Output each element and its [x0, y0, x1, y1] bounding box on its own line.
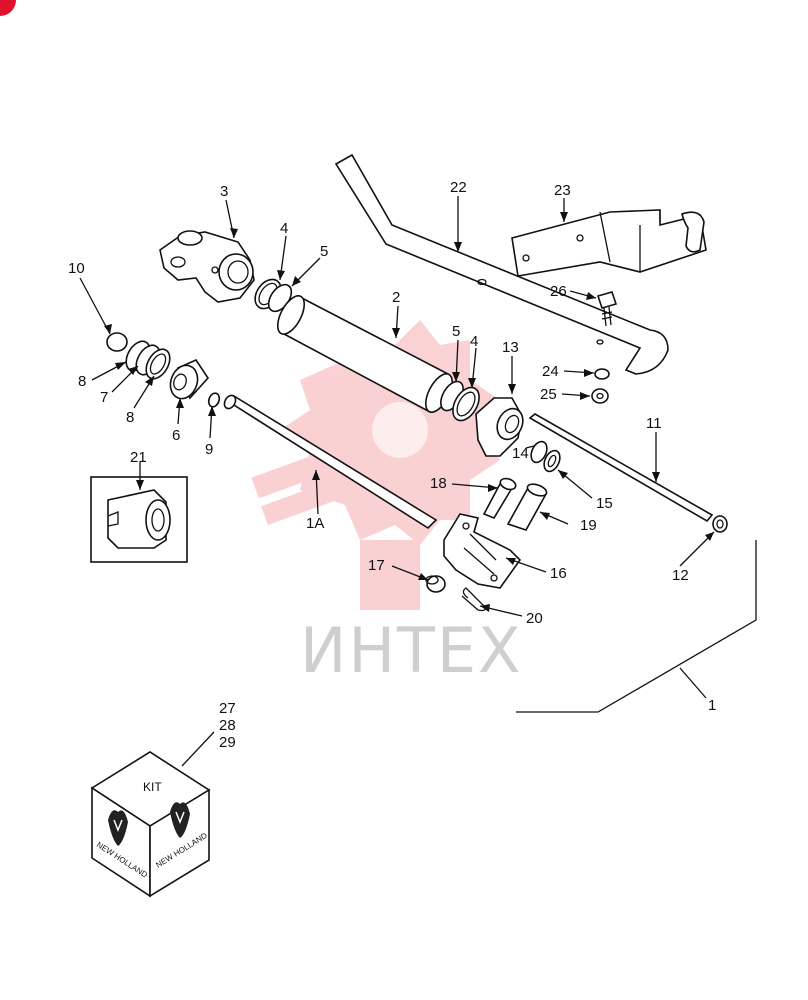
bolt-part-26: [596, 291, 618, 327]
callout-15: 15: [596, 495, 613, 512]
callout-10: 10: [68, 260, 85, 277]
callout-1: 1: [708, 697, 716, 714]
seal-part-4-right-inner: [456, 391, 476, 417]
callout-8-right: 8: [126, 409, 134, 426]
kit-leader-line: [181, 731, 215, 767]
bushing-part-10: [106, 332, 128, 352]
callout-17: 17: [368, 557, 385, 574]
watermark-text: ИНТЕХ: [300, 614, 523, 687]
pin-part-18: [482, 477, 517, 519]
arrowheads: [104, 212, 714, 612]
nut-part-24: [594, 368, 610, 380]
kit-number-28: 28: [219, 717, 236, 734]
rod-part-11: [528, 413, 714, 523]
nut-part-25: [591, 388, 609, 404]
washer-part-15-inner: [547, 454, 557, 468]
washer-part-14: [530, 440, 548, 464]
ring-part-8-right-inner: [149, 353, 167, 375]
kit-number-29: 29: [219, 734, 236, 751]
rod-end-part-13: [475, 397, 524, 457]
piston-rod-part-1A: [223, 394, 438, 530]
callout-21: 21: [130, 449, 147, 466]
callout-22: 22: [450, 179, 467, 196]
callout-5-left: 5: [320, 243, 328, 260]
callout-6: 6: [172, 427, 180, 444]
lever-bar-part-22: [334, 153, 669, 375]
callout-1A: 1A: [306, 515, 324, 532]
callout-18: 18: [430, 475, 447, 492]
clip-part-20: [461, 587, 486, 612]
callout-14: 14: [512, 445, 529, 462]
callout-4-right: 4: [470, 333, 478, 350]
callout-9: 9: [205, 441, 213, 458]
ring-part-8-right: [145, 348, 171, 380]
callout-24: 24: [542, 363, 559, 380]
callout-23: 23: [554, 182, 571, 199]
callout-7: 7: [100, 389, 108, 406]
bushing-part-19: [506, 483, 548, 531]
kit-label: KIT: [143, 780, 162, 794]
callout-20: 20: [526, 610, 543, 627]
callout-8-left: 8: [78, 373, 86, 390]
oring-part-9: [207, 392, 221, 408]
kit-box-icon: [90, 751, 211, 898]
watermark-logo-hole: [372, 402, 428, 458]
callout-12: 12: [672, 567, 689, 584]
callout-4-left: 4: [280, 220, 288, 237]
washer-part-15: [543, 449, 561, 473]
callout-26: 26: [550, 283, 567, 300]
piston-part-6: [169, 358, 210, 400]
inset-box-part-21: [90, 476, 188, 563]
kit-number-27: 27: [219, 700, 236, 717]
callout-19: 19: [580, 517, 597, 534]
callout-3: 3: [220, 183, 228, 200]
assembly-bracket-line-part-1: [516, 540, 757, 713]
callout-2: 2: [392, 289, 400, 306]
callout-11: 11: [646, 415, 662, 432]
seal-part-4-right: [452, 386, 480, 422]
bracket-part-23: [511, 209, 707, 277]
callout-25: 25: [540, 386, 557, 403]
clevis-head-part-3: [159, 230, 255, 303]
callout-13: 13: [502, 339, 519, 356]
callout-5-right: 5: [452, 323, 460, 340]
washer-part-12: [712, 515, 728, 533]
callout-16: 16: [550, 565, 567, 582]
corner-badge-icon: [0, 0, 16, 16]
bushing-part-17: [425, 575, 446, 593]
clevis-yoke-part-16: [443, 513, 522, 589]
